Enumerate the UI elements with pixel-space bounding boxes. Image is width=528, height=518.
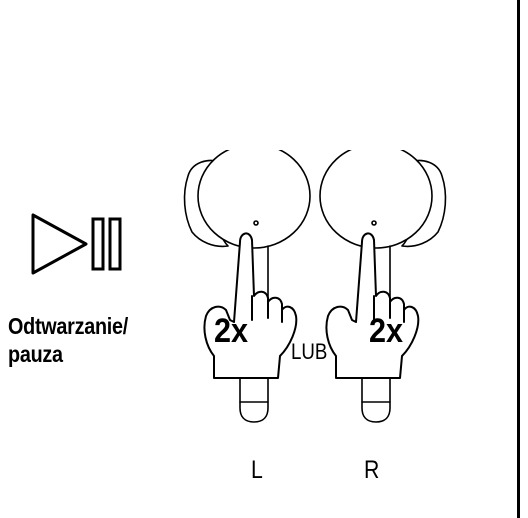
left-hand-icon (203, 232, 298, 379)
right-hand-icon (325, 232, 420, 379)
right-side-label: R (364, 456, 380, 484)
right-earbud-icon (319, 150, 447, 423)
tap-count-left: 2x (214, 312, 249, 350)
action-label-line2: pauza (8, 341, 63, 367)
action-label: Odtwarzanie/ pauza (8, 312, 128, 368)
or-separator: LUB (291, 339, 328, 364)
vertical-divider (517, 0, 520, 518)
left-earbud-icon (183, 150, 311, 423)
earbuds-illustration (183, 150, 447, 423)
action-label-line1: Odtwarzanie/ (8, 313, 129, 339)
tap-count-right: 2x (369, 312, 404, 350)
left-side-label: L (251, 456, 263, 484)
play-pause-icon (31, 213, 122, 275)
